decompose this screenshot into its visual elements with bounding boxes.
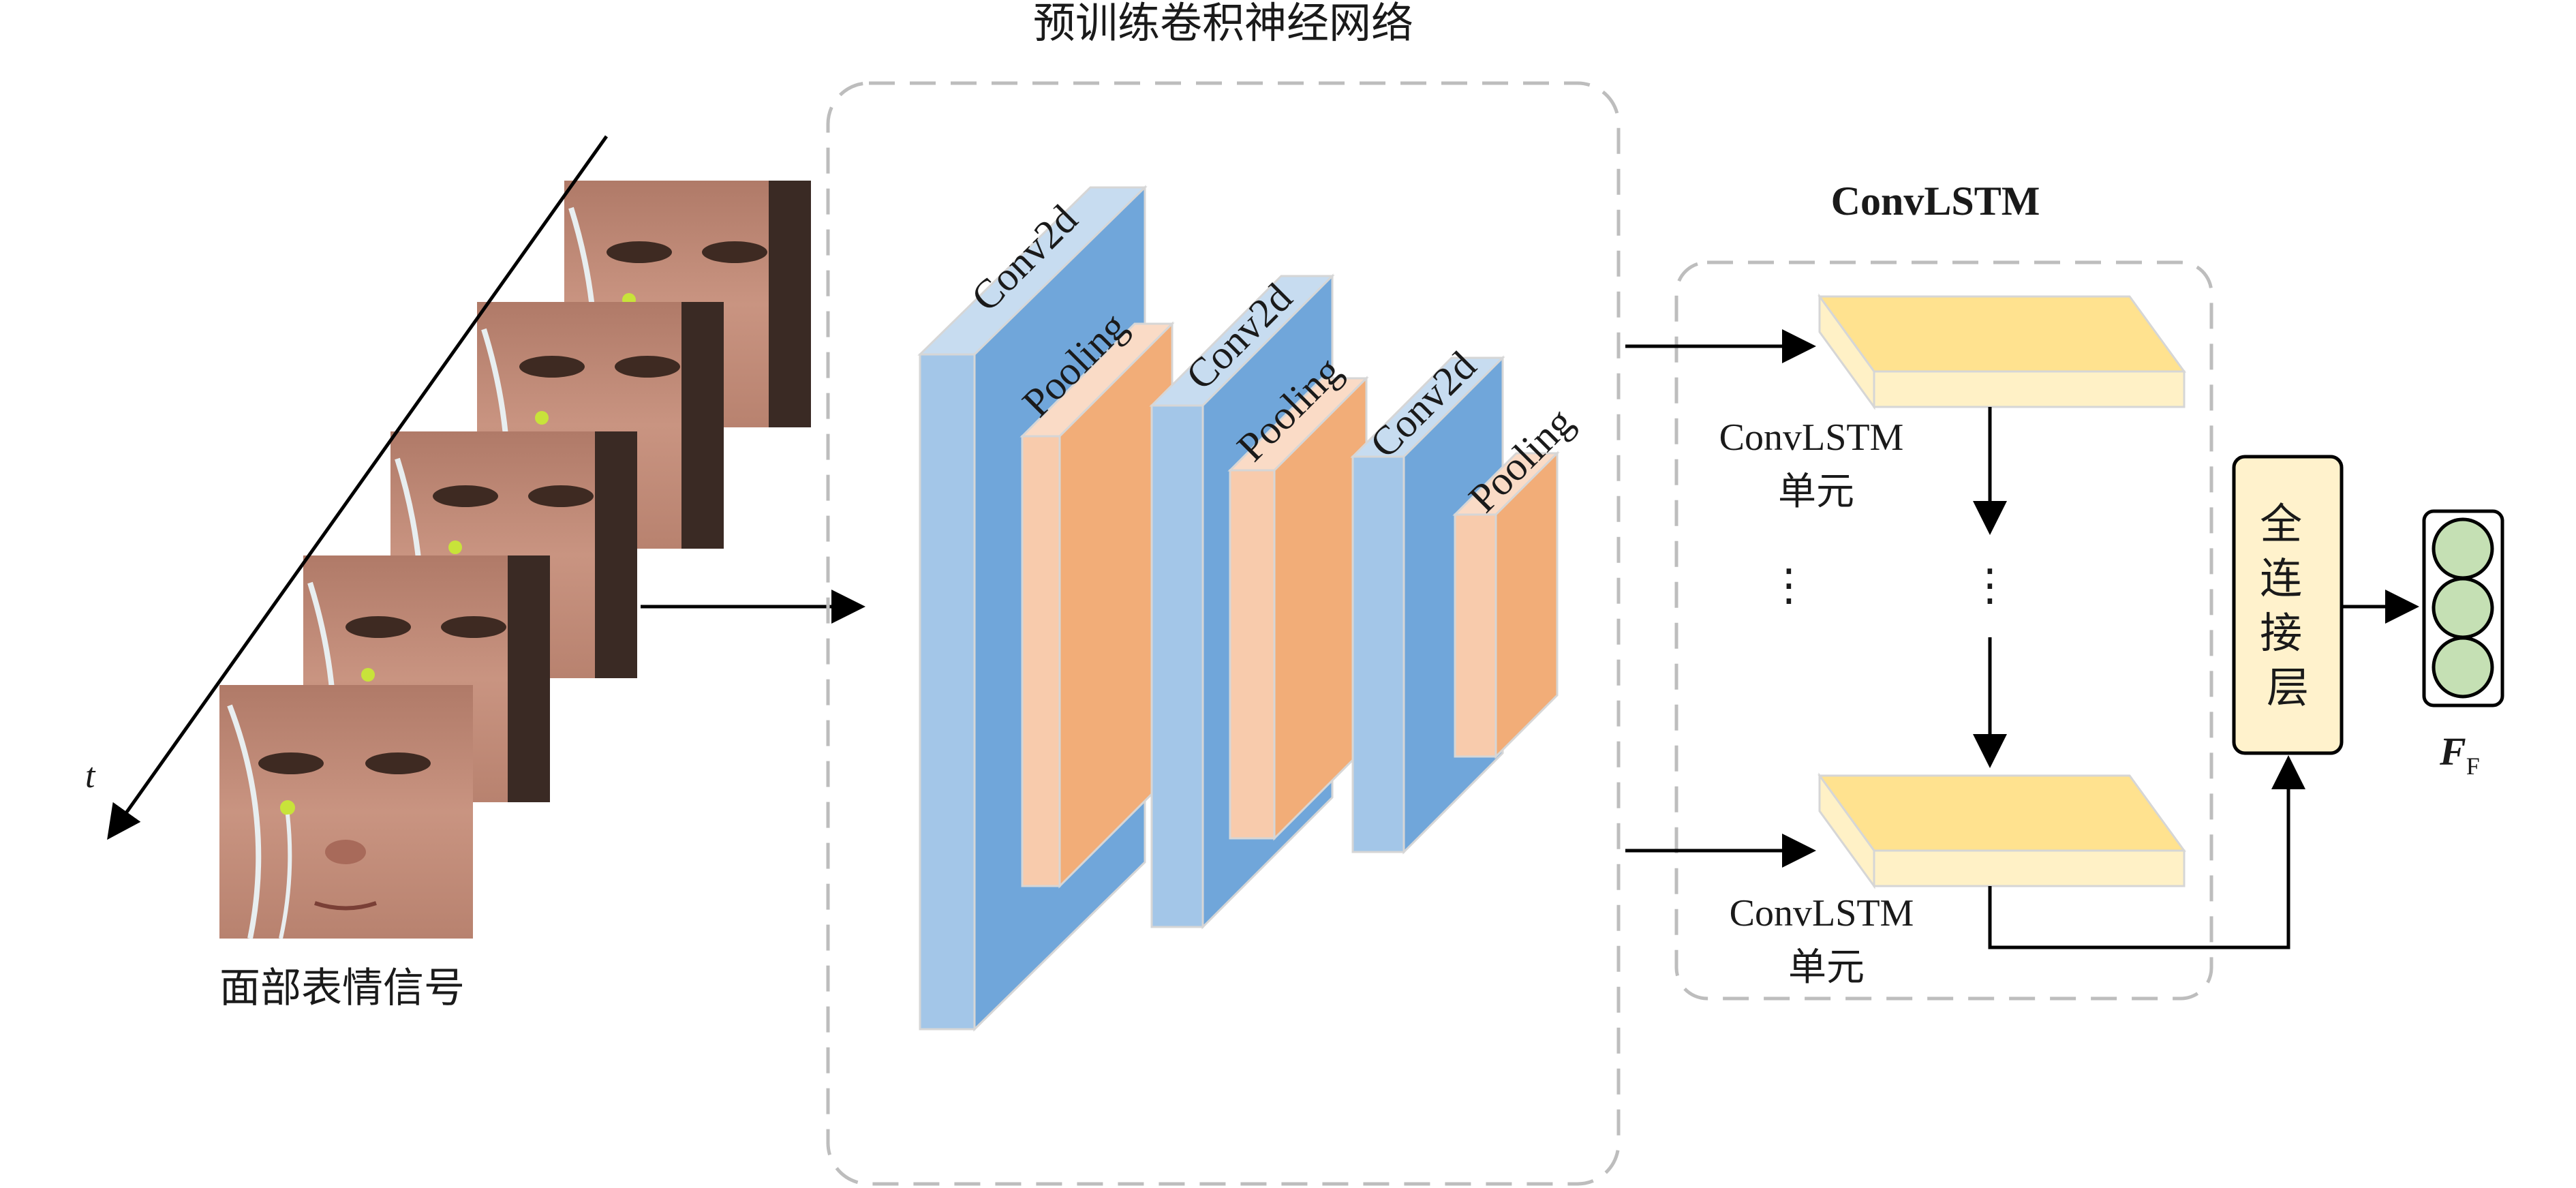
convlstm-title: ConvLSTM [1831,179,2040,224]
convlstm-cell-label: ConvLSTM 单元 [1730,892,1924,990]
convlstm-cell [1818,772,2186,889]
fc-label: 全 连 接 层 [2260,499,2316,712]
ellipsis-center: ⋮ [1968,560,2012,611]
convlstm-dashed-box [1674,260,2213,1001]
face-frame-stack [219,181,811,939]
time-axis-arrow [107,135,609,840]
output-node [2432,577,2494,639]
pooling-block: Pooling [1227,348,1369,841]
output-node [2432,517,2494,580]
input-caption: 面部表情信号 [219,964,465,1012]
output-node [2432,636,2494,699]
pooling-block: Pooling [1014,303,1175,889]
cnn-dashed-box [826,81,1621,1186]
convlstm-cell [1818,293,2186,410]
face-frame [219,685,473,939]
output-label: FF [2439,729,2480,780]
time-axis-label: t [85,757,96,795]
cnn-title: 预训练卷积神经网络 [1033,0,1413,48]
ellipsis-left: ⋮ [1767,560,1811,611]
lstm-to-fc-arrow [1988,755,2305,949]
convlstm-cell-label: ConvLSTM 单元 [1719,416,1914,514]
